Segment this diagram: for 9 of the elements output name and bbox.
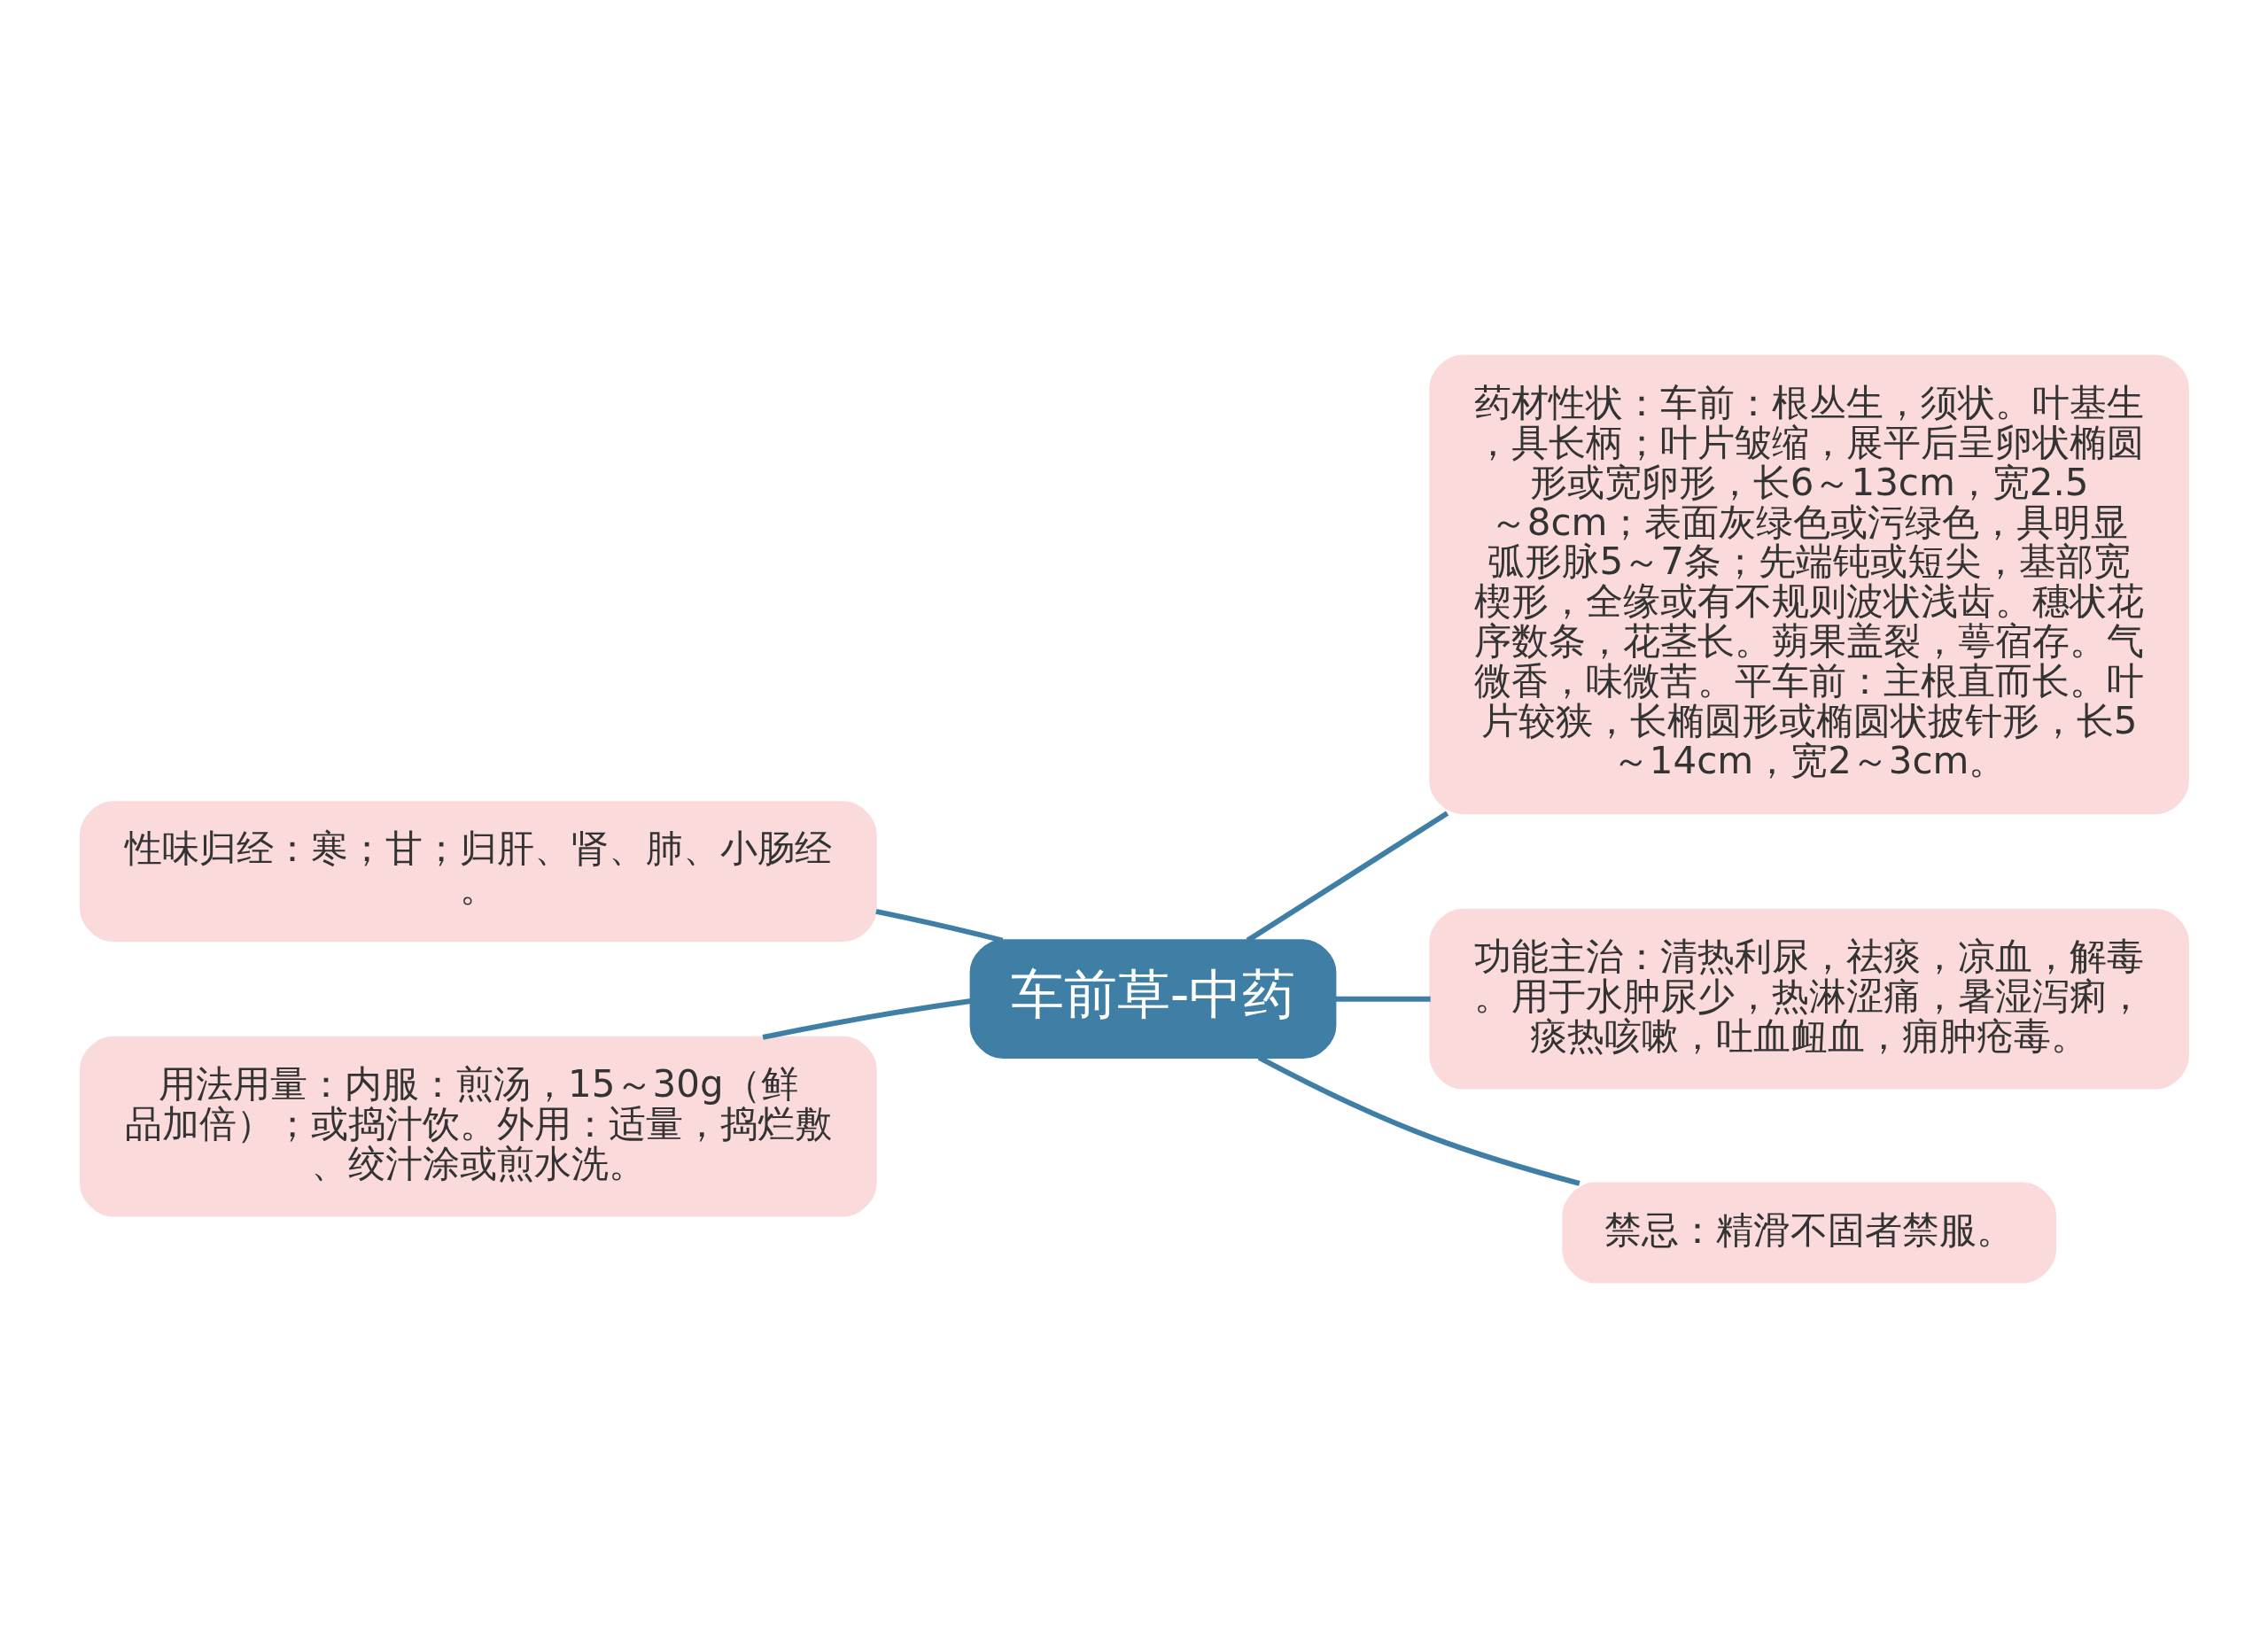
node-box: 车前草-中药 — [969, 939, 1336, 1060]
node-box: 功能主治：清热利尿，祛痰，凉血，解毒。用于水肿尿少，热淋涩痛，暑湿泻痢，痰热咳嗽，吐血衄血，痈肿疮毒。 — [1428, 908, 2189, 1090]
node-box: 性味归经：寒；甘；归肝、肾、肺、小肠经。 — [79, 801, 877, 943]
connector — [762, 998, 971, 1040]
connector — [1334, 996, 1431, 1002]
node-box: 药材性状：车前：根丛生，须状。叶基生，具长柄；叶片皱缩，展平后呈卵状椭圆形或宽卵形，长6～13cm，宽2.5～8cm；表面灰绿色或污绿色，具明显弧形脉5～7条；先端钝或短尖，基部宽楔形，全缘或有不规则波状浅齿。穗状花序数条，花茎长。蒴果盖裂，萼宿存。气微香，味微苦。平车前：主根直而长。叶片较狭，长椭圆形或椭圆状披针形，长5～14cm，宽2～3cm。 — [1428, 354, 2189, 815]
node-box: 禁忌：精滑不固者禁服。 — [1561, 1182, 2056, 1284]
connector — [874, 908, 1003, 943]
node-box: 用法用量：内服：煎汤，15～30g（鲜品加倍）；或捣汁饮。外用：适量，捣烂敷、绞汁涂或煎水洗。 — [79, 1036, 877, 1217]
